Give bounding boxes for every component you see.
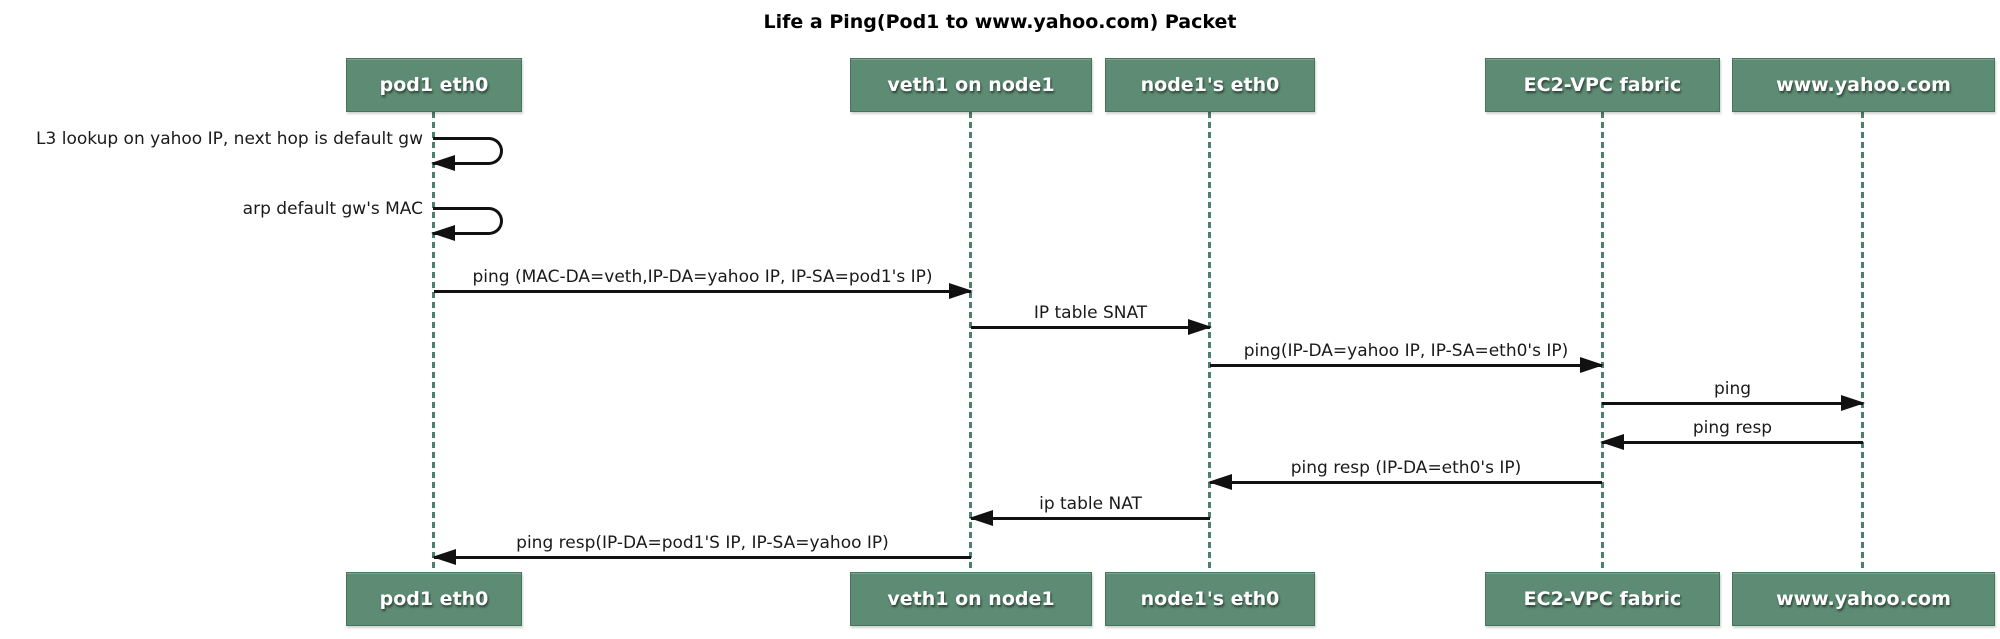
actor-veth1-on-node1-top: veth1 on node1: [850, 58, 1092, 112]
actor-label: EC2-VPC fabric: [1523, 74, 1682, 96]
arrowhead-right-icon: [1580, 357, 1604, 373]
actor-www-yahoo-com-bottom: www.yahoo.com: [1732, 572, 1995, 626]
arrowhead-right-icon: [1188, 319, 1212, 335]
actor-label: veth1 on node1: [887, 588, 1055, 610]
actor-node1s-eth0-bottom: node1's eth0: [1105, 572, 1315, 626]
actor-label: EC2-VPC fabric: [1523, 588, 1682, 610]
message-label: ping(IP-DA=yahoo IP, IP-SA=eth0's IP): [1243, 341, 1569, 361]
arrowhead-right-icon: [949, 283, 973, 299]
message-label: ping resp: [1692, 418, 1773, 438]
arrowhead-left-icon: [1208, 474, 1232, 490]
message-line: [1210, 357, 1604, 373]
message-line: [971, 319, 1212, 335]
actor-ec2-vpc-fabric-top: EC2-VPC fabric: [1485, 58, 1720, 112]
arrowhead-left-icon: [431, 225, 455, 241]
actor-label: pod1 eth0: [379, 74, 489, 96]
actor-label: www.yahoo.com: [1776, 74, 1951, 96]
lifeline-veth1-on-node1: [969, 112, 972, 572]
message-label: ip table NAT: [1039, 494, 1142, 514]
actor-label: veth1 on node1: [887, 74, 1055, 96]
lifeline-ec2-vpc-fabric: [1601, 112, 1604, 572]
message-line: [434, 283, 973, 299]
arrowhead-left-icon: [432, 549, 456, 565]
actor-pod1-eth0-bottom: pod1 eth0: [346, 572, 522, 626]
arrowhead-right-icon: [1841, 395, 1865, 411]
actor-label: www.yahoo.com: [1776, 588, 1951, 610]
message-label-l3-lookup: L3 lookup on yahoo IP, next hop is defau…: [36, 129, 423, 149]
message-line: [432, 549, 971, 565]
message-ip-table-nat: ip table NAT: [969, 493, 1210, 526]
message-ip-table-snat: IP table SNAT: [971, 302, 1212, 335]
actor-label: pod1 eth0: [379, 588, 489, 610]
lifeline-www-yahoo-com: [1861, 112, 1864, 572]
actor-www-yahoo-com-top: www.yahoo.com: [1732, 58, 1995, 112]
message-line: [969, 510, 1210, 526]
diagram-title: Life a Ping(Pod1 to www.yahoo.com) Packe…: [763, 11, 1237, 33]
actor-label: node1's eth0: [1140, 74, 1280, 96]
message-ping-resp-veth1-to-pod1: ping resp(IP-DA=pod1'S IP, IP-SA=yahoo I…: [432, 532, 971, 565]
message-ping-resp-yahoo-to-fabric: ping resp: [1600, 417, 1863, 450]
actor-veth1-on-node1-bottom: veth1 on node1: [850, 572, 1092, 626]
actor-ec2-vpc-fabric-bottom: EC2-VPC fabric: [1485, 572, 1720, 626]
message-line: [1602, 395, 1865, 411]
message-ping-fabric-to-yahoo: ping: [1602, 378, 1865, 411]
actor-pod1-eth0-top: pod1 eth0: [346, 58, 522, 112]
self-message-l3-lookup: [431, 137, 503, 171]
message-line: [1600, 434, 1863, 450]
actor-label: node1's eth0: [1140, 588, 1280, 610]
message-ping-eth0-to-fabric: ping(IP-DA=yahoo IP, IP-SA=eth0's IP): [1210, 340, 1604, 373]
message-label-arp-default-gw: arp default gw's MAC: [242, 199, 423, 219]
message-ping-pod1-to-veth1: ping (MAC-DA=veth,IP-DA=yahoo IP, IP-SA=…: [434, 266, 973, 299]
arrowhead-left-icon: [431, 155, 455, 171]
arrowhead-left-icon: [1600, 434, 1624, 450]
message-label: ping resp(IP-DA=pod1'S IP, IP-SA=yahoo I…: [516, 533, 889, 553]
arrowhead-left-icon: [969, 510, 993, 526]
message-label: ping: [1713, 379, 1752, 399]
lifeline-node1s-eth0: [1208, 112, 1211, 572]
self-message-arp-default-gw: [431, 207, 503, 241]
message-label: ping resp (IP-DA=eth0's IP): [1290, 458, 1522, 478]
actor-node1s-eth0-top: node1's eth0: [1105, 58, 1315, 112]
message-line: [1208, 474, 1602, 490]
message-label: ping (MAC-DA=veth,IP-DA=yahoo IP, IP-SA=…: [472, 267, 933, 287]
message-ping-resp-fabric-to-eth0: ping resp (IP-DA=eth0's IP): [1208, 457, 1602, 490]
lifeline-pod1-eth0: [432, 112, 435, 572]
message-label: IP table SNAT: [1033, 303, 1148, 323]
